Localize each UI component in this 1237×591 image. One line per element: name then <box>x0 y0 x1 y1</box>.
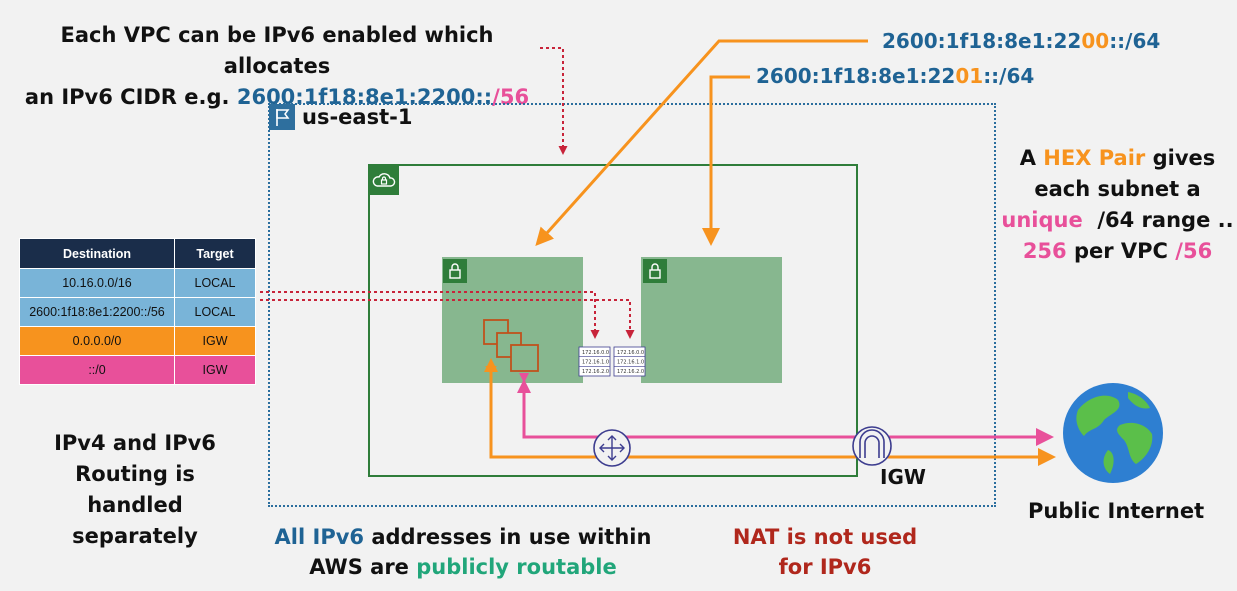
mini-route-b-0: 172.16.0.0 <box>617 350 644 356</box>
hex-note-range: /64 range .. <box>1082 208 1234 232</box>
subnet-a-cidr-arrow <box>535 39 868 246</box>
hex-note-unique: unique <box>1001 208 1083 232</box>
subnet-a-cidr-prefix: 2600:1f18:8e1:22 <box>882 29 1082 53</box>
bottom-note-aws: AWS are <box>309 555 417 579</box>
route-table-association-a <box>260 291 600 339</box>
table-row: ::/0 IGW <box>19 355 256 385</box>
hex-note-line3: unique /64 range .. <box>990 205 1237 236</box>
subnet-b-cidr-arrow <box>702 75 750 246</box>
publicly-routable-note: All IPv6 addresses in use within AWS are… <box>268 522 658 582</box>
vpc-cidr-pointer <box>540 47 568 155</box>
hex-note-line2: each subnet a <box>1034 177 1201 201</box>
ec2-instance-icon <box>483 319 539 372</box>
subnet-a-hex-pair: 00 <box>1081 29 1110 53</box>
route-target: LOCAL <box>174 297 256 327</box>
globe-icon <box>1063 383 1163 483</box>
lock-icon <box>643 259 667 283</box>
hex-note-line1: A HEX Pair gives <box>990 143 1237 174</box>
nat-note: NAT is not used for IPv6 <box>710 522 940 582</box>
hex-note-count: 256 <box>1022 239 1067 263</box>
route-target: LOCAL <box>174 268 256 298</box>
hex-note-line4: 256 per VPC /56 <box>990 236 1237 267</box>
route-target: IGW <box>174 355 256 385</box>
vpc-ipv6-note-prefix: an IPv6 CIDR e.g. <box>24 85 237 109</box>
nat-note-line2: for IPv6 <box>778 555 872 579</box>
hex-note-gives: gives <box>1145 146 1216 170</box>
bottom-note-line2: AWS are publicly routable <box>268 552 658 582</box>
routing-note-line1: IPv4 and IPv6 <box>54 431 216 455</box>
lock-icon <box>443 259 467 283</box>
route-target: IGW <box>174 326 256 356</box>
vpc-ipv6-note-line1: Each VPC can be IPv6 enabled which alloc… <box>60 23 494 78</box>
route-table: Destination Target 10.16.0.0/16 LOCAL 26… <box>19 238 256 385</box>
bottom-note-rest: addresses in use within <box>364 525 652 549</box>
public-internet-label: Public Internet <box>1028 499 1205 523</box>
route-destination: 0.0.0.0/0 <box>19 326 175 356</box>
vpc-boundary <box>368 164 858 477</box>
flag-icon <box>269 104 295 130</box>
route-destination: 10.16.0.0/16 <box>19 268 175 298</box>
mini-route-table-a: 172.16.0.0 172.16.1.0 172.16.2.0 <box>578 346 611 377</box>
subnet-b-cidr-prefix: 2600:1f18:8e1:22 <box>756 64 956 88</box>
cloud-lock-icon <box>369 165 399 195</box>
region-boundary <box>268 103 996 507</box>
mini-route-table-b: 172.16.0.0 172.16.1.0 172.16.2.0 <box>613 346 646 377</box>
hex-note-hex-pair: HEX Pair <box>1043 146 1146 170</box>
table-row: 10.16.0.0/16 LOCAL <box>19 268 256 298</box>
subnet-b-hex-pair: 01 <box>955 64 984 88</box>
route-destination: 2600:1f18:8e1:2200::/56 <box>19 297 175 327</box>
router-icon <box>593 429 631 467</box>
bottom-note-publicly: publicly routable <box>416 555 617 579</box>
hex-note-a: A <box>1019 146 1044 170</box>
routing-note-line2: Routing is handled <box>75 462 195 517</box>
mini-route-b-1: 172.16.1.0 <box>617 360 644 366</box>
mini-route-a-2: 172.16.2.0 <box>582 369 609 375</box>
mini-route-a-0: 172.16.0.0 <box>582 350 609 356</box>
routing-note: IPv4 and IPv6 Routing is handled separat… <box>30 428 240 552</box>
table-row: 2600:1f18:8e1:2200::/56 LOCAL <box>19 297 256 327</box>
bottom-note-all: All <box>274 525 313 549</box>
internet-gateway-icon <box>852 426 892 466</box>
subnet-a-cidr-suffix: ::/64 <box>1109 29 1161 53</box>
route-table-association-b <box>260 299 635 339</box>
route-table-header-target: Target <box>174 238 256 269</box>
route-destination: ::/0 <box>19 355 175 385</box>
route-table-header-destination: Destination <box>19 238 175 269</box>
ipv6-route-path <box>519 373 1054 446</box>
mini-route-b-2: 172.16.2.0 <box>617 369 644 375</box>
bottom-note-line1: All IPv6 addresses in use within <box>268 522 658 552</box>
table-row: 0.0.0.0/0 IGW <box>19 326 256 356</box>
hex-pair-note: A HEX Pair gives each subnet a unique /6… <box>990 143 1237 267</box>
region-label: us-east-1 <box>302 105 413 129</box>
mini-route-a-1: 172.16.1.0 <box>582 360 609 366</box>
ipv4-route-path <box>489 362 1056 466</box>
hex-note-per-vpc: per VPC <box>1066 239 1176 263</box>
bottom-note-ipv6: IPv6 <box>312 525 365 549</box>
hex-note-mask: /56 <box>1175 239 1213 263</box>
igw-label: IGW <box>880 465 926 489</box>
vpc-ipv6-mask: /56 <box>492 85 530 109</box>
subnet-b-cidr: 2600:1f18:8e1:2201::/64 <box>756 64 1034 88</box>
nat-note-line1: NAT is not used <box>732 525 918 549</box>
routing-note-line3: separately <box>72 524 198 548</box>
subnet-b-cidr-suffix: ::/64 <box>983 64 1035 88</box>
subnet-a-cidr: 2600:1f18:8e1:2200::/64 <box>882 29 1160 53</box>
